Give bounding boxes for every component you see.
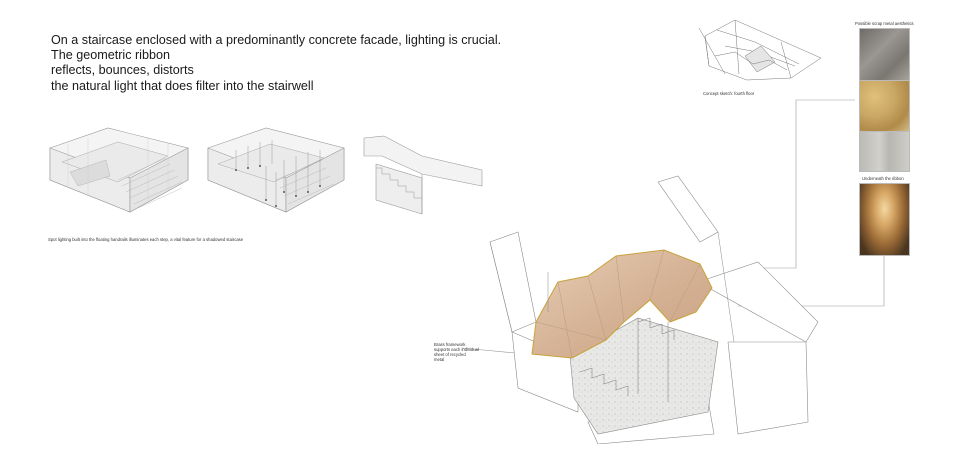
intro-text: On a staircase enclosed with a predomina… bbox=[51, 33, 521, 94]
intro-line-4: the natural light that does filter into … bbox=[51, 78, 314, 93]
brass-caption-line-4: metal bbox=[434, 357, 445, 362]
swatch-header: Possible scrap metal aesthetics bbox=[855, 21, 914, 26]
intro-line-3: reflects, bounces, distorts bbox=[51, 63, 194, 78]
underneath-render bbox=[859, 183, 910, 256]
concept-sketch-caption: Concept sketch: fourth floor bbox=[703, 91, 755, 96]
underneath-label: Underneath the ribbon bbox=[862, 176, 904, 181]
isometric-stair-3 bbox=[362, 134, 486, 216]
metal-swatch-1 bbox=[859, 28, 910, 82]
brass-caption-line-2: supports each individual bbox=[434, 347, 479, 352]
isometric-stair-2 bbox=[206, 120, 348, 220]
brass-caption-line-3: sheet of recycled bbox=[434, 352, 466, 357]
main-axonometric-drawing bbox=[488, 172, 828, 444]
spot-lighting-caption: Spot lighting built into the floating ha… bbox=[48, 237, 244, 242]
metal-swatch-2 bbox=[859, 80, 910, 134]
intro-line-1: On a staircase enclosed with a predomina… bbox=[51, 33, 502, 47]
concept-sketch bbox=[695, 16, 823, 92]
intro-line-2: The geometric ribbon bbox=[51, 48, 171, 63]
brass-caption-line-1: Brass framework bbox=[434, 342, 466, 347]
isometric-stair-1 bbox=[48, 120, 196, 220]
metal-swatch-3 bbox=[859, 131, 910, 172]
brass-framework-caption: Brass framework supports each individual… bbox=[434, 342, 479, 362]
